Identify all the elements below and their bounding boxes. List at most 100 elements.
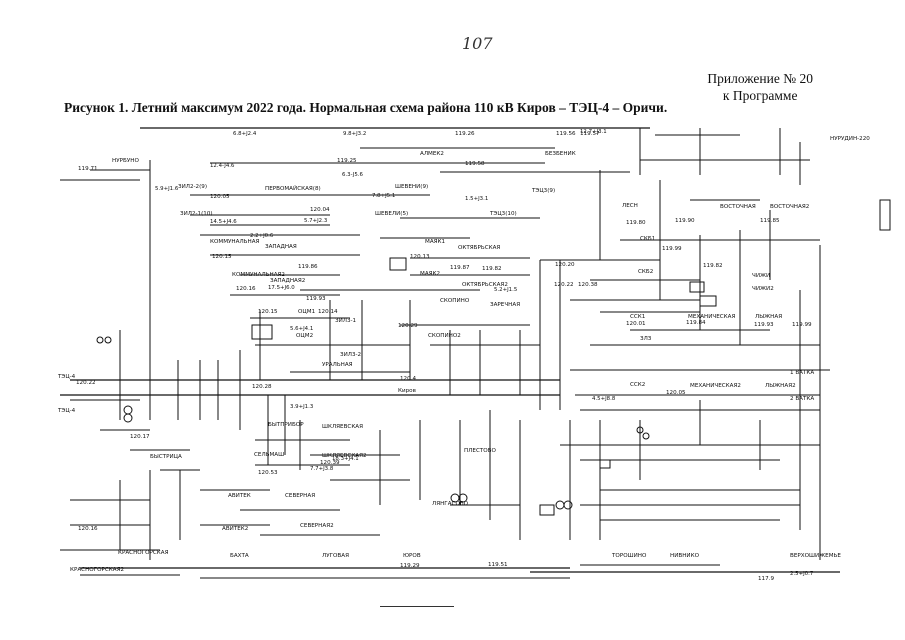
substation-label: СЕВЕРНАЯ: [285, 493, 315, 499]
substation-label: ЛЫЖНАЯ: [755, 314, 782, 320]
power-flow-label: 14.5+J4.6: [210, 219, 237, 225]
scheme-lines: [60, 127, 891, 579]
substation-label: ВОСТОЧНАЯ: [720, 204, 756, 210]
substation-label: ШКЛЯЕВСКАЯ2: [322, 453, 367, 459]
bus-voltage-label: 120.4: [400, 376, 416, 382]
bus-voltage-label: 119.85: [760, 218, 780, 224]
bus-voltage-label: 119.56: [556, 131, 576, 137]
bus-voltage-label: 117.9: [758, 576, 774, 582]
substation-label: ТЭЦ3(10): [489, 211, 517, 217]
power-flow-label: 5.7+J2.3: [304, 218, 327, 224]
substation-label: ПЕРВОМАЙСКАЯ(8): [265, 185, 321, 192]
substation-label: ЗИЛ2-2(9): [178, 184, 207, 190]
bus-voltage-label: 120.29: [398, 323, 418, 329]
appendix-line-1: Приложение № 20: [707, 71, 813, 86]
substation-label: КРАСНОГОРСКАЯ2: [70, 567, 124, 573]
substation-label: КОММУНАЛЬНАЯ: [210, 239, 260, 245]
bus-voltage-label: 120.15: [212, 254, 232, 260]
bus-voltage-label: 120.28: [252, 384, 272, 390]
bus-voltage-label: 119.57: [580, 131, 600, 137]
appendix-label: Приложение № 20 к Программе: [707, 70, 813, 104]
substation-label: СКБ1: [640, 236, 656, 242]
bus-voltage-label: 119.84: [686, 320, 706, 326]
power-flow-label: 3.9+J1.3: [290, 404, 313, 410]
substation-label: БАХТА: [230, 553, 249, 559]
bus-voltage-label: 119.82: [482, 266, 502, 272]
substation-label: ЗИЛ2-1(10): [180, 211, 213, 217]
substation-label: ШКЛЯЕВСКАЯ: [322, 424, 363, 430]
bus-voltage-label: 119.25: [337, 158, 357, 164]
substation-label: ЧИЖИ: [752, 273, 770, 279]
bus-voltage-label: 120.05: [210, 194, 230, 200]
substation-label: НИВНИКО: [670, 553, 700, 559]
substation-label: Киров: [398, 388, 416, 394]
power-flow-label: 12.4-J4.6: [210, 163, 235, 169]
bus-voltage-label: 120.01: [626, 321, 646, 327]
substation-label: ТОРОШИНО: [611, 553, 647, 559]
bus-voltage-label: 120.22: [76, 380, 96, 386]
substation-label: ОКТЯБРЬСКАЯ: [458, 245, 500, 251]
bus-voltage-label: 119.51: [488, 562, 508, 568]
substation-label: ЗИЛ3-1: [335, 318, 357, 324]
bus-voltage-label: 119.93: [306, 296, 326, 302]
bus-voltage-label: 119.71: [78, 166, 98, 172]
substation-label: НУРУДИН-220: [830, 136, 870, 142]
substation-label: ЛЫЖНАЯ2: [765, 383, 796, 389]
figure-caption: Рисунок 1. Летний максимум 2022 года. Но…: [64, 100, 668, 115]
substation-label: ЮРОВ: [403, 553, 421, 559]
substation-label: ЛЯНГАСОВО: [432, 501, 469, 507]
bus-voltage-label: 120.13: [410, 254, 430, 260]
substation-label: АВИТЕК: [228, 493, 251, 499]
bus-voltage-label: 120.14: [318, 309, 338, 315]
bus-voltage-label: 119.82: [703, 263, 723, 269]
substation-label: ЗАПАДНАЯ2: [270, 278, 305, 284]
bus-voltage-label: 120.17: [130, 434, 150, 440]
power-flow-label: 18.3+J4.1: [332, 456, 359, 462]
bus-voltage-label: 119.90: [675, 218, 695, 224]
substation-label: ВОСТОЧНАЯ2: [770, 204, 809, 210]
substation-label: КРАСНОГОРСКАЯ: [118, 550, 169, 556]
substation-label: АВИТЕК2: [222, 526, 248, 532]
power-flow-label: 12.7+J3.1: [580, 129, 607, 135]
power-flow-label: 5.6+J4.1: [290, 326, 313, 332]
substation-label: НУРБУНО: [112, 158, 139, 164]
power-flow-label: 7.8+J5.1: [372, 193, 395, 199]
substation-label: ССК1: [630, 314, 646, 320]
substation-label: ТЭЦ3(9): [531, 188, 555, 194]
substation-label: МАЯК2: [420, 271, 440, 277]
appendix-line-2: к Программе: [722, 88, 798, 103]
substation-label: ЛЕСН: [622, 203, 638, 209]
bus-voltage-label: 120.16: [236, 286, 256, 292]
substation-label: СЕЛЬМАШ: [254, 452, 284, 458]
bus-voltage-label: 120.15: [258, 309, 278, 315]
substation-label: БЫТПРИБОР: [268, 422, 304, 428]
substation-label: ЗАРЕЧНАЯ: [490, 302, 520, 308]
bus-voltage-label: 120.53: [258, 470, 278, 476]
substation-label: ЗЛЗ: [640, 336, 652, 342]
substation-label: СКОПИНО2: [428, 333, 461, 339]
power-flow-label: 4.5+J8.8: [592, 396, 616, 402]
substation-label: ШЕВЕНИ(9): [395, 184, 428, 190]
substation-label: ОЦМ2: [296, 333, 313, 339]
bus-voltage-label: 119.99: [662, 246, 682, 252]
power-flow-label: 2.2+J0.6: [250, 233, 274, 239]
substation-label: МАЯК1: [425, 239, 446, 245]
bus-voltage-label: 120.04: [310, 207, 330, 213]
bus-voltage-labels: 119.71120.05120.04120.15119.86120.16119.…: [76, 131, 812, 582]
power-flow-label: 7.7+J3.8: [310, 466, 334, 472]
substation-label: ВЕРХОШИЖЕМЬЕ: [790, 553, 841, 559]
power-flow-label: 6.8+J2.4: [233, 131, 257, 137]
substation-label: УРАЛЬНАЯ: [322, 362, 353, 368]
substation-label: БЕЗБЕНИК: [545, 151, 576, 157]
bus-voltage-label: 120.22: [554, 282, 574, 288]
substation-label: СЕВЕРНАЯ2: [300, 523, 334, 529]
power-flow-labels: 6.8+J2.412.4-J4.65.9+J1.69.8+J3.26.3-J5.…: [155, 129, 813, 577]
substation-label: ОКТЯБРЬСКАЯ2: [462, 282, 508, 288]
bus-voltage-label: 119.80: [626, 220, 646, 226]
substation-label: АЛМЕК2: [420, 151, 444, 157]
substation-label: ЗИЛ3-2: [340, 352, 361, 358]
bus-voltage-label: 120.05: [666, 390, 686, 396]
power-flow-label: 1.5+J3.1: [465, 196, 488, 202]
